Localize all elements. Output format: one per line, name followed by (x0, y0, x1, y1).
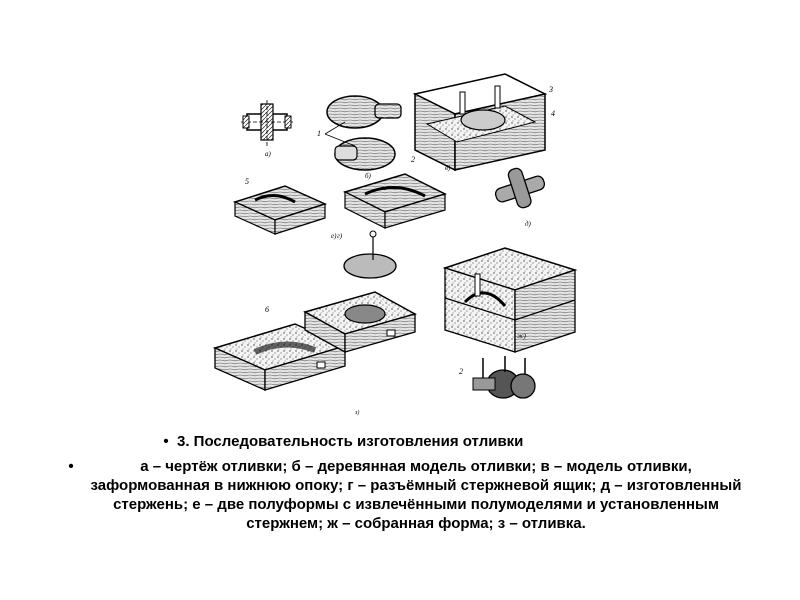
label-v: в) (445, 164, 451, 172)
core-d: д) (494, 167, 546, 228)
label-a: а) (265, 150, 272, 158)
caption-body-line: • а – чертёж отливки; б – деревянная мод… (60, 457, 750, 533)
casting-process-figure: а) 1 б) 3 4 2 в) 5 г) (212, 73, 578, 416)
label-n2b: 2 (459, 367, 463, 376)
core-box-g: 5 г) (232, 173, 448, 240)
label-g: г) (337, 232, 343, 240)
caption: • 3. Последовательность изготовления отл… (60, 432, 750, 533)
label-b: б) (365, 172, 372, 180)
label-d: д) (525, 220, 532, 228)
label-n3: 3 (548, 85, 553, 94)
drawing-a: а) (241, 100, 295, 158)
casting-z: 2 з) (354, 356, 536, 416)
caption-heading: 3. Последовательность изготовления отлив… (177, 433, 524, 450)
half-molds-e: 6 (212, 291, 417, 391)
label-n1: 1 (317, 129, 321, 138)
gate-e: е) (331, 230, 397, 279)
label-zh: ж) (517, 332, 527, 340)
model-b: 1 б) (317, 95, 402, 180)
bullet-marker-2: • (68, 458, 74, 475)
flask-v: 3 4 2 в) (411, 73, 555, 172)
assembled-mold-zh: ж) (442, 247, 578, 353)
caption-body: а – чертёж отливки; б – деревянная модел… (90, 458, 742, 532)
label-n4: 4 (551, 109, 555, 118)
bullet-marker: • (163, 433, 169, 450)
label-n5: 5 (245, 177, 249, 186)
label-e: е) (331, 232, 337, 240)
caption-heading-line: • 3. Последовательность изготовления отл… (60, 432, 750, 451)
label-n2: 2 (411, 155, 415, 164)
label-z: з) (354, 409, 359, 416)
label-n6: 6 (265, 305, 269, 314)
